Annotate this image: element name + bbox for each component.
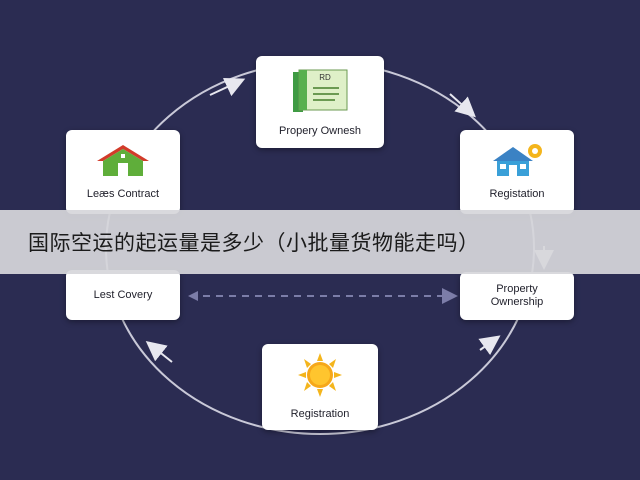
card-label: Lest Covery	[93, 288, 153, 301]
house-icon	[91, 143, 155, 182]
sun-icon	[296, 353, 344, 402]
card-label-line-2: Ownership	[490, 296, 544, 308]
card-registration-bottom: Registration	[262, 344, 378, 430]
banner-title: 国际空运的起运量是多少（小批量货物能走吗）	[28, 231, 480, 255]
dashed-connector-left-head	[188, 291, 198, 301]
cycle-arrow-4	[478, 335, 501, 356]
card-property-ownership-right: Property Ownership	[460, 272, 574, 320]
document-icon: RD	[285, 66, 355, 119]
card-label-line-1: Property	[496, 283, 538, 295]
card-label: Registation	[489, 188, 545, 200]
card-label: Leæs Contract	[86, 188, 160, 200]
cycle-arrow-1	[209, 77, 246, 97]
house-gear-icon	[485, 143, 549, 182]
cycle-arrow-5	[145, 341, 173, 363]
card-lest-covery: Lest Covery	[66, 270, 180, 320]
cycle-arrow-2	[449, 93, 476, 118]
title-banner: 国际空运的起运量是多少（小批量货物能走吗）	[0, 210, 640, 274]
card-label: Propery Ownesh	[279, 125, 361, 137]
card-label: Registration	[290, 408, 350, 420]
card-registration-right: Registation	[460, 130, 574, 214]
document-tag: RD	[319, 73, 331, 82]
card-property-ownership-top: RD Propery Ownesh	[256, 56, 384, 148]
card-lease-contract: Leæs Contract	[66, 130, 180, 214]
